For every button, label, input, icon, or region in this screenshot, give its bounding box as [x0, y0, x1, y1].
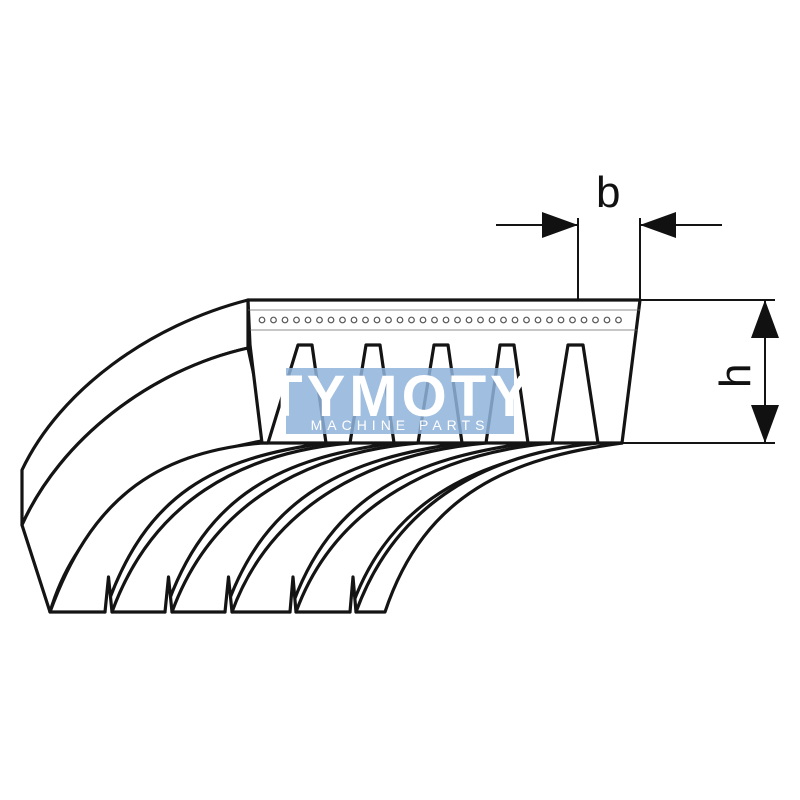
tension-cord	[523, 316, 530, 324]
dimension-b-arrow-right	[640, 212, 676, 238]
belt-curved-ribs	[48, 441, 624, 614]
tension-cord	[488, 316, 496, 324]
tension-cord	[419, 316, 427, 324]
tension-cord	[557, 316, 565, 324]
dimension-h-arrow-bottom	[751, 405, 779, 443]
watermark-background	[286, 368, 514, 434]
curved-rib-groove	[223, 575, 234, 614]
tension-cord	[339, 316, 346, 324]
tension-cord	[500, 316, 507, 324]
watermark-tagline: MACHINE PARTS	[311, 417, 490, 433]
tension-cord	[304, 316, 312, 324]
brand-watermark: TYMOTY MACHINE PARTS	[267, 364, 533, 434]
tension-cord	[270, 316, 277, 324]
curved-rib	[110, 441, 396, 614]
curved-rib-groove	[103, 575, 114, 614]
tension-cord	[442, 316, 450, 324]
dimension-b: b	[496, 168, 722, 300]
curved-rib-groove	[163, 575, 174, 614]
tension-cord	[534, 316, 542, 324]
tension-cord	[454, 316, 461, 324]
tension-cord	[592, 316, 599, 324]
tension-cord	[350, 316, 358, 324]
curved-rib-groove	[348, 575, 358, 614]
tension-cord	[465, 316, 473, 324]
dimension-h: h	[612, 299, 779, 444]
tension-cord	[431, 316, 438, 324]
tension-cord	[477, 316, 484, 324]
tension-cord	[615, 316, 622, 324]
tension-cord	[316, 316, 323, 324]
tension-cord	[569, 316, 576, 324]
tension-cord	[396, 316, 404, 324]
tension-cord	[546, 316, 553, 324]
dimension-h-arrow-top	[751, 300, 779, 338]
dimension-h-label: h	[711, 364, 760, 388]
tension-cord	[327, 316, 335, 324]
tension-cord	[258, 316, 266, 324]
tension-cord-row	[248, 309, 640, 331]
tension-cord	[408, 316, 415, 324]
curved-rib	[354, 441, 624, 614]
tension-cord	[293, 316, 300, 324]
tension-cord	[603, 316, 611, 324]
tension-cord	[580, 316, 588, 324]
tension-cord	[373, 316, 381, 324]
tension-cord	[511, 316, 519, 324]
dimension-b-label: b	[596, 168, 620, 217]
curved-rib-groove	[288, 575, 298, 614]
watermark-brand: TYMOTY	[267, 364, 533, 429]
tension-cord	[362, 316, 369, 324]
tension-cord	[385, 316, 392, 324]
dimension-b-arrow-left	[542, 212, 578, 238]
tension-cord	[281, 316, 289, 324]
